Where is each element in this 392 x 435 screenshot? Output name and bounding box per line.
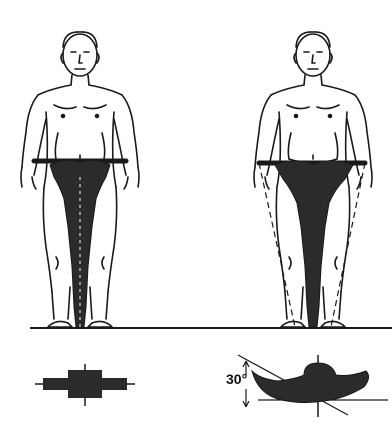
right-top-view: 30° bbox=[226, 355, 388, 417]
angle-label: 30° bbox=[226, 371, 247, 387]
left-top-view bbox=[35, 364, 135, 406]
left-figure bbox=[21, 32, 139, 327]
right-figure bbox=[254, 32, 372, 327]
